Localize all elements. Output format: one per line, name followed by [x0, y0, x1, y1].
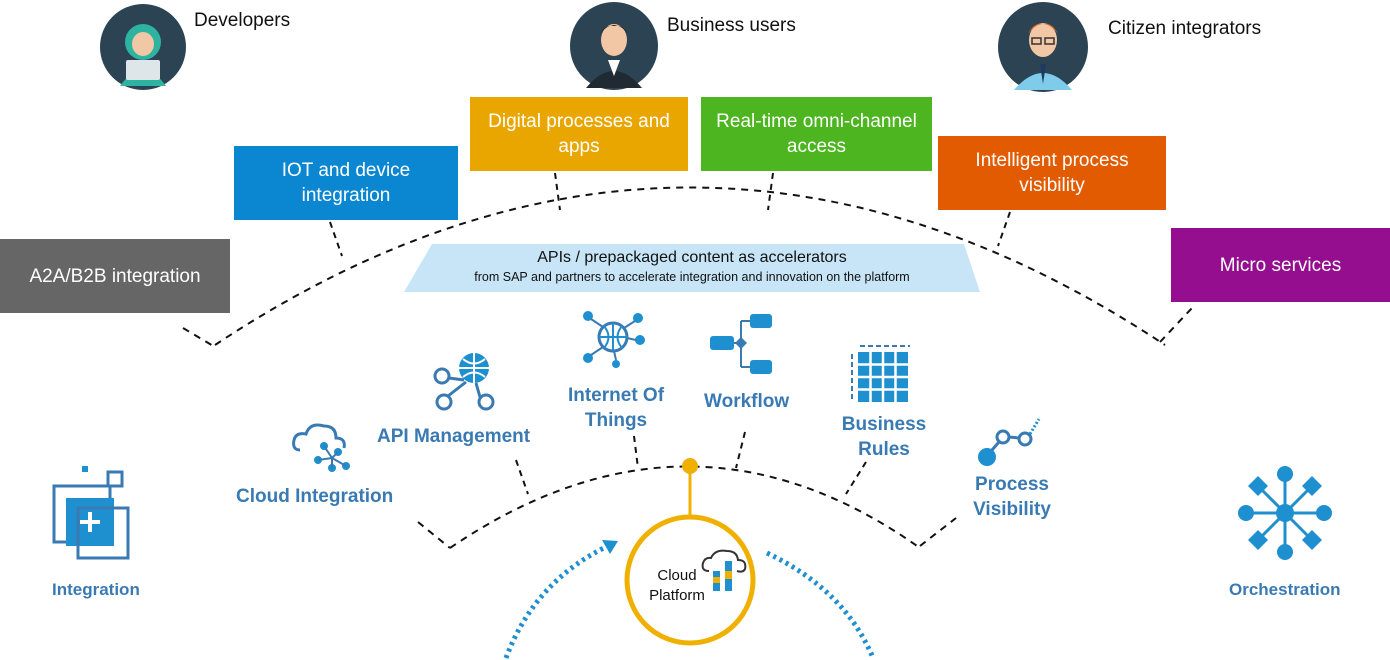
banner-shape [404, 244, 980, 292]
globe-network-icon [583, 311, 645, 368]
business-user-avatar-icon [570, 2, 658, 90]
service-iot-label: Internet Of Things [567, 385, 665, 431]
service-api-management-label: API Management [377, 426, 531, 447]
connector-api [515, 459, 529, 495]
connector-iot [329, 221, 343, 257]
citizen-integrator-avatar-icon [998, 2, 1088, 92]
banner-title: APIs / prepackaged content as accelerato… [537, 249, 847, 266]
box-intelligent-process-visibility: Intelligent process visibility [938, 136, 1166, 210]
connector-workflow [735, 431, 746, 469]
inner-arc-right-tick [919, 517, 957, 547]
outer-arc [214, 186, 1166, 346]
service-cloud-integration-label: Cloud Integration [236, 486, 394, 507]
workflow-tree-icon [710, 314, 772, 374]
pillar-integration-label: Integration [52, 580, 140, 599]
pillar-orchestration-label: Orchestration [1229, 580, 1341, 599]
persona-business-users-label: Business users [667, 15, 796, 36]
service-process-visibility-label: Process Visibility [973, 474, 1051, 520]
box-a2a-b2b-integration: A2A/B2B integration [0, 239, 230, 313]
grid-table-icon [851, 345, 910, 402]
developer-avatar-icon [100, 4, 186, 90]
banner-subtitle: from SAP and partners to accelerate inte… [474, 270, 910, 284]
right-dotted-arc [765, 550, 876, 659]
platform-stem-dot [682, 458, 698, 474]
persona-developers-label: Developers [194, 10, 291, 31]
orchestration-hub-icon [1238, 466, 1332, 560]
persona-business-users [570, 2, 660, 92]
platform-ring [624, 514, 756, 646]
inner-arc [449, 465, 921, 549]
persona-developers [100, 4, 190, 92]
connector-intelligent [997, 211, 1011, 247]
service-business-rules-label: Business Rules [841, 414, 927, 460]
platform-label: Cloud Platform [649, 567, 705, 604]
process-path-icon [978, 418, 1041, 466]
service-workflow-label: Workflow [704, 391, 790, 412]
cloud-network-icon [292, 423, 350, 472]
api-network-icon [433, 353, 495, 411]
left-arrowhead [602, 540, 618, 554]
integration-plus-icon [52, 466, 130, 560]
persona-citizen-integrators-label: Citizen integrators [1108, 18, 1262, 39]
box-micro-services: Micro services [1171, 228, 1390, 302]
persona-citizen-integrators [998, 2, 1090, 94]
inner-arc-left-tick [417, 521, 451, 549]
outer-arc-left-tick [182, 327, 216, 348]
box-digital-processes: Digital processes and apps [470, 97, 688, 171]
left-dotted-arc [503, 542, 612, 659]
accelerators-banner: APIs / prepackaged content as accelerato… [404, 244, 980, 292]
connector-iot-service [633, 435, 639, 469]
connector-digital [554, 172, 561, 211]
box-iot-device-integration: IOT and device integration [234, 146, 458, 220]
outer-arc-right-tick [1159, 307, 1193, 343]
connector-rules [845, 461, 867, 495]
box-realtime-omnichannel: Real-time omni-channel access [701, 97, 932, 171]
platform-cloud-icon [701, 549, 747, 591]
